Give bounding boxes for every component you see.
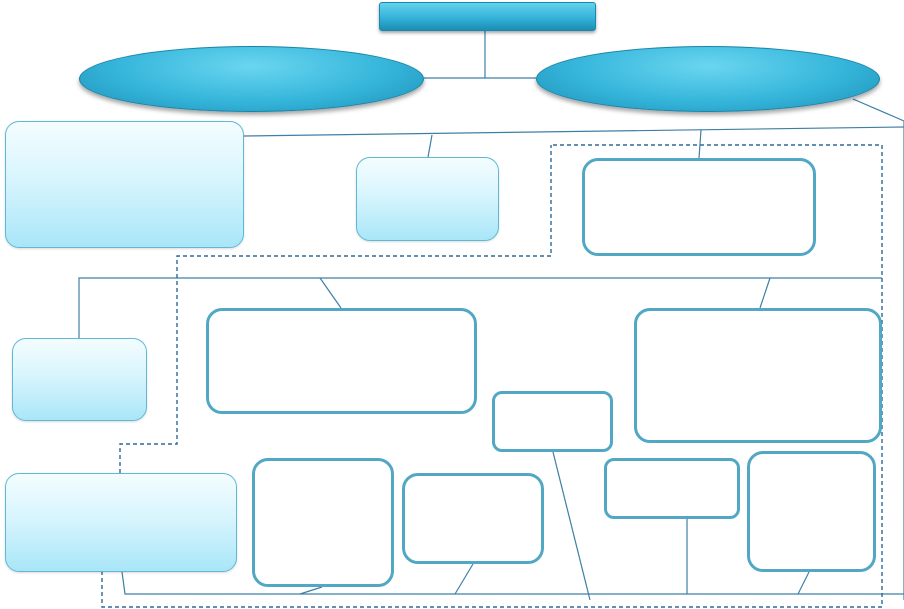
connector-line — [552, 451, 591, 601]
title-box-label — [380, 3, 595, 30]
box-small-center-label — [495, 394, 610, 449]
box-bottom-4-label — [750, 454, 873, 569]
dashed-region-outline — [101, 144, 883, 608]
box-bottom-3 — [604, 458, 740, 519]
connector-line — [454, 563, 474, 595]
connector-line — [319, 277, 342, 309]
box-mid-center-label — [209, 311, 474, 411]
connector-line — [852, 98, 904, 600]
box-bottom-left-label — [6, 474, 236, 571]
box-top-mid — [356, 157, 499, 241]
box-mid-right-label — [637, 311, 879, 440]
box-bottom-2 — [402, 473, 544, 564]
connector-line — [243, 126, 904, 137]
ellipse-left-label — [80, 47, 423, 111]
connector-line — [759, 277, 771, 309]
connector-line — [121, 571, 904, 595]
connector-line — [698, 129, 702, 159]
title-box — [379, 2, 596, 31]
box-bottom-3-label — [607, 461, 737, 516]
ellipse-right-label — [537, 47, 879, 111]
box-top-right-label — [585, 161, 813, 253]
box-bottom-left — [5, 473, 237, 572]
box-mid-center — [206, 308, 477, 414]
ellipse-right — [536, 46, 880, 112]
box-mid-right — [634, 308, 882, 443]
connector-line — [299, 586, 323, 595]
box-bottom-1 — [252, 458, 394, 587]
box-top-left-label — [6, 122, 243, 247]
connector-line — [427, 134, 433, 158]
box-mid-left-label — [13, 339, 146, 420]
box-top-mid-label — [357, 158, 498, 240]
connector-line — [797, 571, 810, 595]
box-bottom-2-label — [405, 476, 541, 561]
ellipse-left — [79, 46, 424, 112]
connector-line — [78, 277, 882, 338]
box-top-left — [5, 121, 244, 248]
box-top-right — [582, 158, 816, 256]
box-mid-left — [12, 338, 147, 421]
box-bottom-4 — [747, 451, 876, 572]
box-bottom-1-label — [255, 461, 391, 584]
box-small-center — [492, 391, 613, 452]
